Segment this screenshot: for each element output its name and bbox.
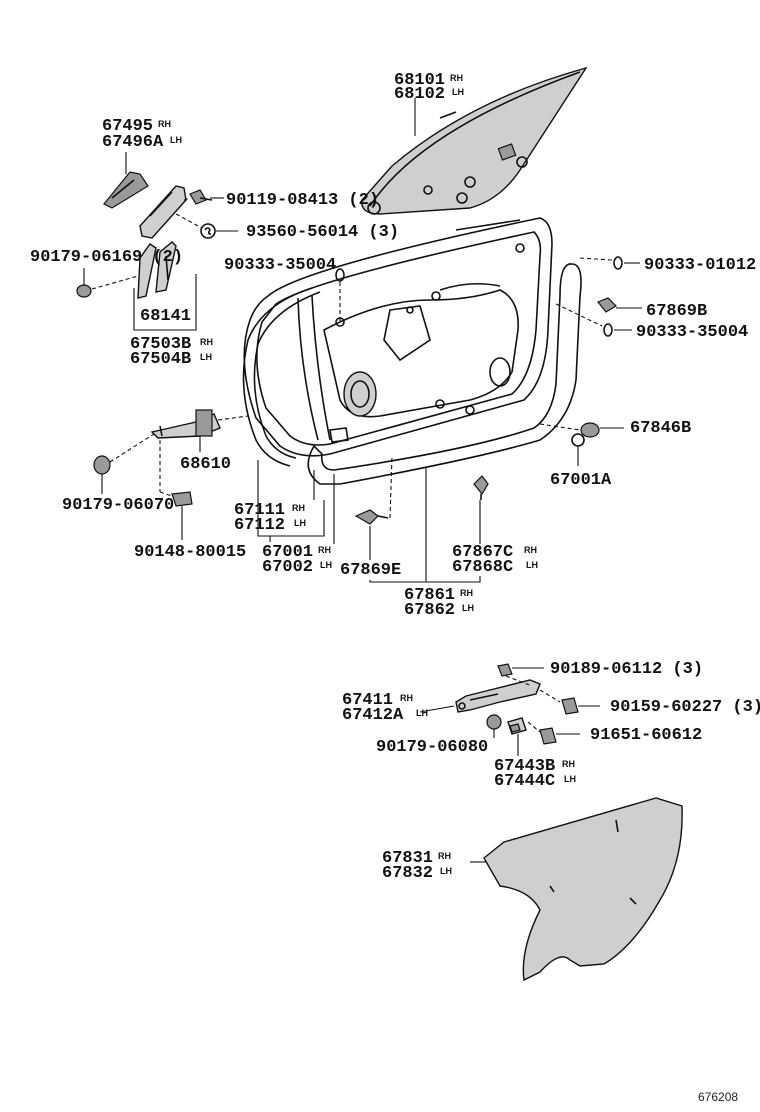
- door-glass-part[interactable]: [361, 66, 588, 215]
- label-clip-67868c-lh-side: LH: [526, 560, 538, 570]
- label-seal-lh: 67112: [234, 516, 285, 535]
- label-cover-lh-side: LH: [170, 135, 182, 145]
- grommet-90159-part[interactable]: [561, 697, 579, 715]
- label-wstrip-rh-side: RH: [460, 588, 473, 598]
- corner-cover-part[interactable]: [103, 171, 149, 209]
- run-channel-part[interactable]: [155, 241, 177, 293]
- label-cover-sheet-lh-side: LH: [440, 866, 452, 876]
- label-clip-90333-35004-top: 90333-35004: [224, 256, 336, 275]
- label-channel-rh: 67503B: [130, 335, 191, 354]
- label-bracket-lh-side: LH: [564, 774, 576, 784]
- label-door-rh-side: RH: [318, 545, 331, 555]
- label-wstrip-lh-side: LH: [462, 603, 474, 613]
- label-bolt-90148: 90148-80015: [134, 543, 246, 562]
- label-glass-rh-side: RH: [450, 73, 463, 83]
- label-seal-rh: 67111: [234, 501, 285, 520]
- label-clip-67869e: 67869E: [340, 561, 401, 580]
- label-bracket-rh: 67443B: [494, 757, 555, 776]
- label-clip-90333-35004-right: 90333-35004: [636, 323, 748, 342]
- label-clip-67869b: 67869B: [646, 302, 707, 321]
- label-wstrip-lh: 67862: [404, 601, 455, 620]
- label-frame-lh: 67412A: [342, 706, 404, 725]
- label-nut-90179-06080: 90179-06080: [376, 738, 488, 757]
- label-clip-67867c-rh: 67867C: [452, 543, 513, 562]
- label-screw-90189: 90189-06112 (3): [550, 660, 703, 679]
- plug-67846b-part[interactable]: [580, 422, 600, 438]
- door-seal-part[interactable]: [242, 287, 321, 467]
- label-seal-rh-side: RH: [292, 503, 305, 513]
- bolt-90119-part[interactable]: [189, 189, 213, 205]
- nut-93560-part[interactable]: [200, 223, 216, 239]
- nut-90179-06070-part[interactable]: [93, 455, 111, 475]
- label-frame-lh-side: LH: [416, 708, 428, 718]
- clip-90333-01012-part[interactable]: [613, 256, 623, 270]
- label-plug-67001a: 67001A: [550, 471, 612, 490]
- label-frame-rh: 67411: [342, 691, 393, 710]
- door-shell-part[interactable]: [243, 217, 553, 457]
- label-grommet-90159: 90159-60227 (3): [610, 698, 760, 717]
- label-door-lh-side: LH: [320, 560, 332, 570]
- label-nut-90179-06169: 90179-06169 (2): [30, 248, 183, 267]
- service-hole-cover-part[interactable]: [483, 797, 683, 982]
- label-wstrip-rh: 67861: [404, 586, 455, 605]
- label-cover-sheet-rh-side: RH: [438, 851, 451, 861]
- label-glass-rh: 68101: [394, 71, 445, 90]
- label-cover-rh-side: RH: [158, 119, 171, 129]
- clip-67869b-part[interactable]: [597, 297, 617, 313]
- label-channel-lh-side: LH: [200, 352, 212, 362]
- label-cover-lh: 67496A: [102, 133, 164, 152]
- label-bracket-rh-side: RH: [562, 759, 575, 769]
- label-nut-90179-06070: 90179-06070: [62, 496, 174, 515]
- label-nut-93560: 93560-56014 (3): [246, 223, 399, 242]
- clip-67869e-part[interactable]: [354, 509, 389, 525]
- label-frame-rh-side: RH: [400, 693, 413, 703]
- label-door-rh: 67001: [262, 543, 313, 562]
- nut-91651-part[interactable]: [539, 727, 557, 745]
- clip-90333-35004-right-part[interactable]: [603, 323, 613, 337]
- bolt-90148-part[interactable]: [171, 491, 193, 507]
- label-glass-lh: 68102: [394, 85, 445, 104]
- glass-channel-part[interactable]: [137, 185, 187, 299]
- diagram-reference-number: 676208: [698, 1090, 738, 1104]
- nut-90179-06169-part[interactable]: [76, 284, 92, 298]
- screw-90189-part[interactable]: [497, 663, 513, 677]
- label-plug-67846b: 67846B: [630, 419, 691, 438]
- label-bolt-90119: 90119-08413 (2): [226, 191, 379, 210]
- label-check-68610: 68610: [180, 455, 231, 474]
- label-cover-sheet-lh: 67832: [382, 864, 433, 883]
- label-clip-90333-01012: 90333-01012: [644, 256, 756, 275]
- label-channel-rh-side: RH: [200, 337, 213, 347]
- label-nut-91651: 91651-60612: [590, 726, 702, 745]
- door-frame-bracket-part[interactable]: [455, 679, 541, 713]
- label-cover-rh: 67495: [102, 117, 153, 136]
- label-run-68141: 68141: [140, 307, 191, 326]
- label-clip-67868c-lh: 67868C: [452, 558, 513, 577]
- label-glass-lh-side: LH: [452, 87, 464, 97]
- label-door-lh: 67002: [262, 558, 313, 577]
- clip-67867c-part[interactable]: [473, 475, 489, 500]
- label-seal-lh-side: LH: [294, 518, 306, 528]
- nut-90179-06080-part[interactable]: [486, 714, 502, 730]
- label-bracket-lh: 67444C: [494, 772, 555, 791]
- plug-67001a-part[interactable]: [571, 433, 585, 447]
- label-channel-lh: 67504B: [130, 350, 191, 369]
- label-clip-67867c-rh-side: RH: [524, 545, 537, 555]
- weatherstrip-part[interactable]: [307, 263, 582, 485]
- label-cover-sheet-rh: 67831: [382, 849, 433, 868]
- door-check-part[interactable]: [150, 409, 221, 439]
- bracket-67443b-part[interactable]: [507, 717, 527, 735]
- callout-labels: 68101 RH 68102 LH 67495 RH 67496A LH 901…: [30, 71, 760, 1104]
- clip-90333-35004-top-part[interactable]: [335, 268, 345, 282]
